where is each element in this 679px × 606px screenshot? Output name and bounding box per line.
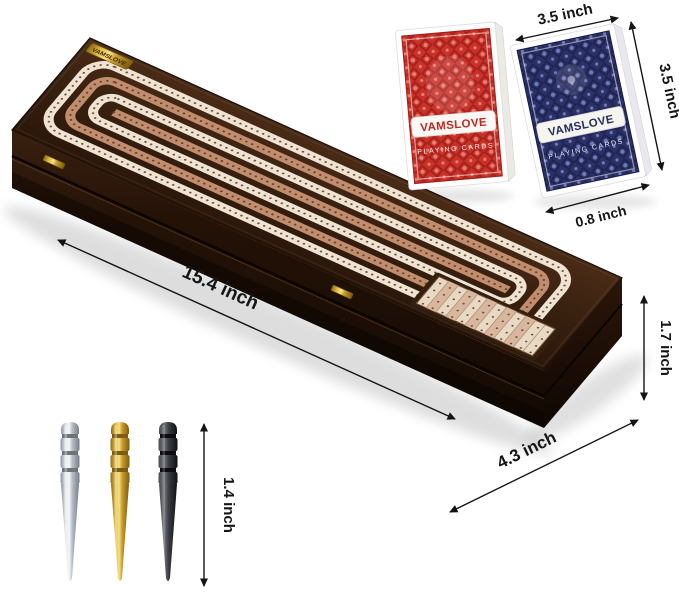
board-height-label: 1.7 inch <box>657 320 674 376</box>
peg-groove <box>62 468 78 472</box>
card-deck-red: VAMSLOVE PLAYING CARDS <box>395 21 516 191</box>
peg-segment <box>110 455 130 468</box>
board-length-arrow <box>57 239 456 420</box>
blue-deck-crest-dot <box>567 75 576 84</box>
card-deck-blue: VAMSLOVE PLAYING CARDS <box>510 23 652 199</box>
peg-segment <box>110 472 130 484</box>
peg-groove <box>112 451 128 455</box>
peg-gold <box>110 422 130 581</box>
peg-silver <box>60 422 80 581</box>
peg-groove <box>112 434 128 438</box>
blue-deck-frame <box>521 34 635 188</box>
peg-groove <box>62 451 78 455</box>
peg-segment <box>60 438 80 451</box>
peg-highlight <box>114 425 118 565</box>
track-middle-holes <box>69 79 546 320</box>
card-height-arrow <box>628 21 665 171</box>
peg-height-label: 1.4 inch <box>220 477 237 533</box>
red-deck-frame <box>405 32 499 180</box>
peg-groove <box>160 434 176 438</box>
red-deck-brand: VAMSLOVE <box>420 117 488 135</box>
board-top-face: VAMSLOVE <box>11 37 623 371</box>
blue-deck-banner <box>536 106 626 144</box>
peg-highlight <box>64 425 68 565</box>
peg-segment <box>158 438 178 451</box>
track-inner-holes <box>91 96 523 303</box>
peg-cap <box>159 422 177 434</box>
peg-segment <box>60 472 80 484</box>
brand-plaque-plate <box>85 43 134 70</box>
peg-segment <box>110 438 130 451</box>
board-end-face <box>544 278 622 428</box>
card-shadow-blue <box>533 195 657 209</box>
peg-cap <box>61 422 79 434</box>
peg-segment <box>60 455 80 468</box>
peg-taper <box>111 484 129 581</box>
card-width-arrow <box>515 15 619 43</box>
peg-groove <box>62 434 78 438</box>
blue-deck-crest <box>555 64 587 96</box>
peg-groove <box>160 451 176 455</box>
peg-groove <box>112 468 128 472</box>
hinge-left <box>42 154 66 170</box>
peg-cap <box>111 422 129 434</box>
card-thickness-arrow <box>545 183 650 214</box>
peg-highlight <box>162 425 166 565</box>
track-outer-holes <box>47 63 568 336</box>
board-end-seam <box>543 303 623 397</box>
peg-segment <box>158 472 178 484</box>
peg-taper <box>159 484 177 581</box>
board-width-arrow <box>449 419 639 513</box>
red-deck-art <box>401 27 503 185</box>
peg-taper <box>61 484 79 581</box>
red-deck-banner <box>410 110 497 138</box>
pegs <box>60 422 178 581</box>
red-deck-medallion <box>425 55 475 113</box>
peg-black <box>158 422 178 581</box>
peg-segment <box>158 455 178 468</box>
peg-groove <box>160 468 176 472</box>
card-height-label: 3.5 inch <box>655 62 679 120</box>
